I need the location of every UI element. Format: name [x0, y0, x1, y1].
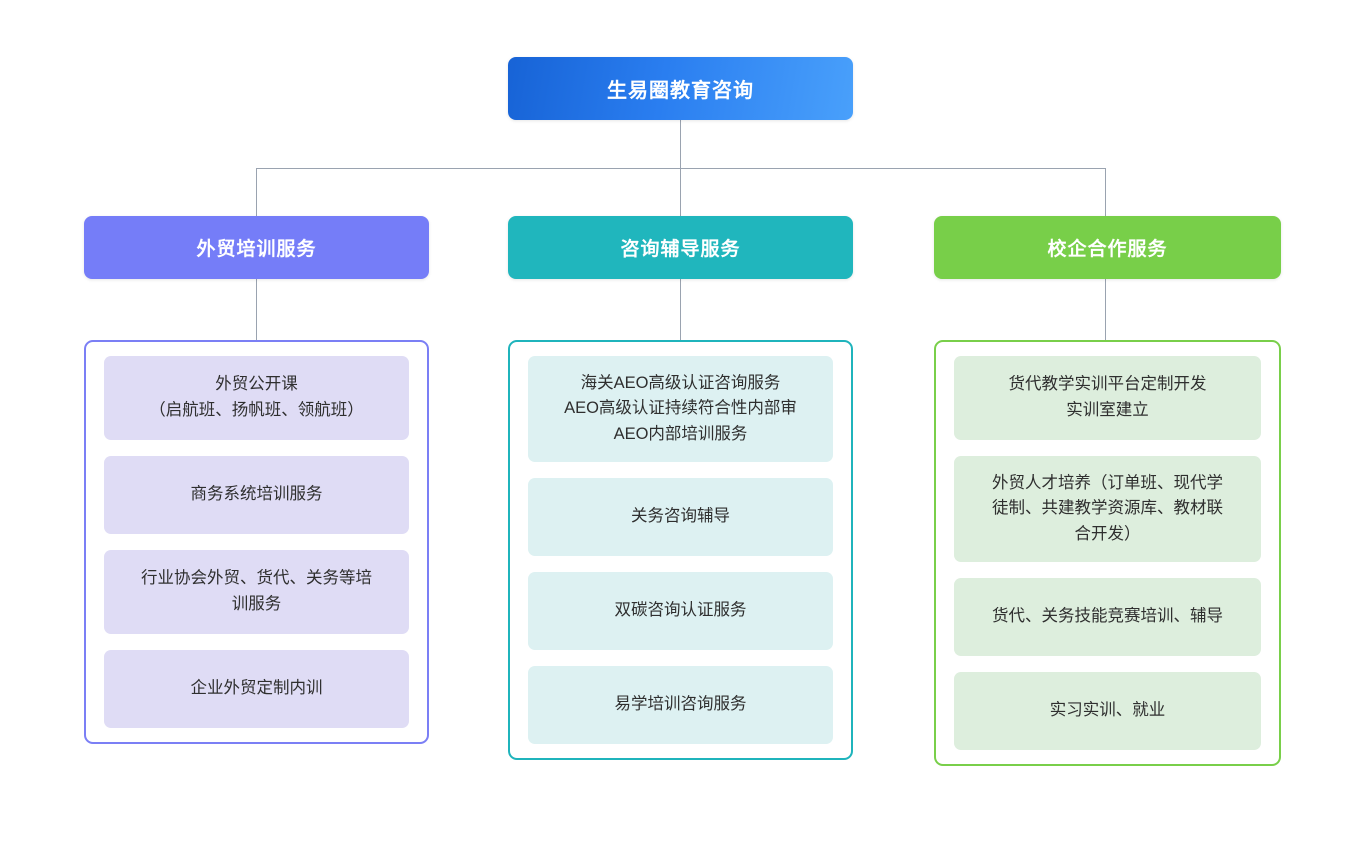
- service-card[interactable]: 外贸公开课 （启航班、扬帆班、领航班）: [104, 356, 409, 440]
- service-card-line: 关务咨询辅导: [631, 507, 730, 526]
- service-card-text: 关务咨询辅导: [631, 504, 730, 530]
- service-card-text: 实习实训、就业: [1050, 698, 1166, 724]
- service-card[interactable]: 行业协会外贸、货代、关务等培 训服务: [104, 550, 409, 634]
- service-card[interactable]: 外贸人才培养（订单班、现代学 徒制、共建教学资源库、教材联 合开发）: [954, 456, 1261, 562]
- service-card-line: 实习实训、就业: [1049, 701, 1166, 720]
- category-card-box-foreign-trade-training: 外贸公开课 （启航班、扬帆班、领航班） 商务系统培训服务 行业协会外贸、货代、关…: [84, 340, 429, 744]
- service-card[interactable]: 海关AEO高级认证咨询服务 AEO高级认证持续符合性内部审 AEO内部培训服务: [528, 356, 833, 462]
- category-header-label: 咨询辅导服务: [620, 239, 741, 260]
- service-card-line: 易学培训咨询服务: [614, 695, 747, 714]
- root-node-label: 生易圈教育咨询: [607, 80, 754, 102]
- service-card-text: 行业协会外贸、货代、关务等培 训服务: [141, 566, 372, 617]
- service-card[interactable]: 易学培训咨询服务: [528, 666, 833, 744]
- service-card-line: 海关AEO高级认证咨询服务: [580, 373, 781, 392]
- service-card-text: 外贸公开课 （启航班、扬帆班、领航班）: [149, 372, 364, 423]
- service-card[interactable]: 企业外贸定制内训: [104, 650, 409, 728]
- connector-right-header-to-box: [1105, 279, 1106, 340]
- service-card-line: （启航班、扬帆班、领航班）: [149, 401, 364, 419]
- service-card-line: AEO高级认证持续符合性内部审: [564, 399, 797, 418]
- category-column-foreign-trade-training: 外贸培训服务 外贸公开课 （启航班、扬帆班、领航班） 商务系统培训服务 行业协会…: [84, 216, 429, 744]
- service-card[interactable]: 实习实训、就业: [954, 672, 1261, 750]
- service-card[interactable]: 货代教学实训平台定制开发 实训室建立: [954, 356, 1261, 440]
- category-header-school-enterprise-cooperation[interactable]: 校企合作服务: [934, 216, 1281, 279]
- service-card-text: 商务系统培训服务: [191, 482, 323, 508]
- service-card-line: 双碳咨询认证服务: [614, 601, 747, 620]
- category-card-box-consulting-tutoring: 海关AEO高级认证咨询服务 AEO高级认证持续符合性内部审 AEO内部培训服务 …: [508, 340, 853, 760]
- service-card[interactable]: 商务系统培训服务: [104, 456, 409, 534]
- service-card-line: 货代、关务技能竞赛培训、辅导: [992, 607, 1223, 626]
- category-column-school-enterprise-cooperation: 校企合作服务 货代教学实训平台定制开发 实训室建立 外贸人才培养（订单班、现代学…: [934, 216, 1281, 766]
- service-card-text: 货代教学实训平台定制开发 实训室建立: [1009, 372, 1207, 423]
- service-card-line: 训服务: [231, 595, 282, 613]
- service-card-text: 企业外贸定制内训: [191, 676, 323, 702]
- service-card-line: 商务系统培训服务: [190, 485, 323, 504]
- service-card[interactable]: 双碳咨询认证服务: [528, 572, 833, 650]
- connector-branch-right: [1105, 168, 1106, 216]
- service-card-text: 双碳咨询认证服务: [615, 598, 747, 624]
- connector-branch-middle: [680, 168, 681, 216]
- root-node[interactable]: 生易圈教育咨询: [508, 57, 853, 120]
- service-card[interactable]: 关务咨询辅导: [528, 478, 833, 556]
- service-card-text: 海关AEO高级认证咨询服务 AEO高级认证持续符合性内部审 AEO内部培训服务: [564, 371, 797, 448]
- service-card-line: 合开发）: [1074, 524, 1141, 543]
- connector-middle-header-to-box: [680, 279, 681, 340]
- service-card-line: 外贸公开课: [215, 375, 298, 394]
- service-card-text: 外贸人才培养（订单班、现代学 徒制、共建教学资源库、教材联 合开发）: [992, 471, 1223, 548]
- service-card-line: 行业协会外贸、货代、关务等培: [141, 569, 372, 588]
- service-card-line: 企业外贸定制内训: [190, 679, 323, 698]
- category-card-box-school-enterprise-cooperation: 货代教学实训平台定制开发 实训室建立 外贸人才培养（订单班、现代学 徒制、共建教…: [934, 340, 1281, 766]
- service-card-line: AEO内部培训服务: [613, 424, 748, 443]
- category-column-consulting-tutoring: 咨询辅导服务 海关AEO高级认证咨询服务 AEO高级认证持续符合性内部审 AEO…: [508, 216, 853, 760]
- category-header-label: 校企合作服务: [1047, 239, 1168, 260]
- service-card-line: 货代教学实训平台定制开发: [1008, 375, 1207, 394]
- connector-left-header-to-box: [256, 279, 257, 340]
- service-card-line: 外贸人才培养（订单班、现代学: [992, 473, 1223, 492]
- category-header-label: 外贸培训服务: [196, 239, 317, 260]
- service-card-text: 货代、关务技能竞赛培训、辅导: [992, 604, 1223, 630]
- connector-root-stem: [680, 120, 681, 169]
- service-card-line: 实训室建立: [1066, 401, 1149, 419]
- category-header-consulting-tutoring[interactable]: 咨询辅导服务: [508, 216, 853, 279]
- service-card-text: 易学培训咨询服务: [615, 692, 747, 718]
- category-header-foreign-trade-training[interactable]: 外贸培训服务: [84, 216, 429, 279]
- service-card[interactable]: 货代、关务技能竞赛培训、辅导: [954, 578, 1261, 656]
- connector-branch-left: [256, 168, 257, 216]
- service-card-line: 徒制、共建教学资源库、教材联: [992, 499, 1223, 518]
